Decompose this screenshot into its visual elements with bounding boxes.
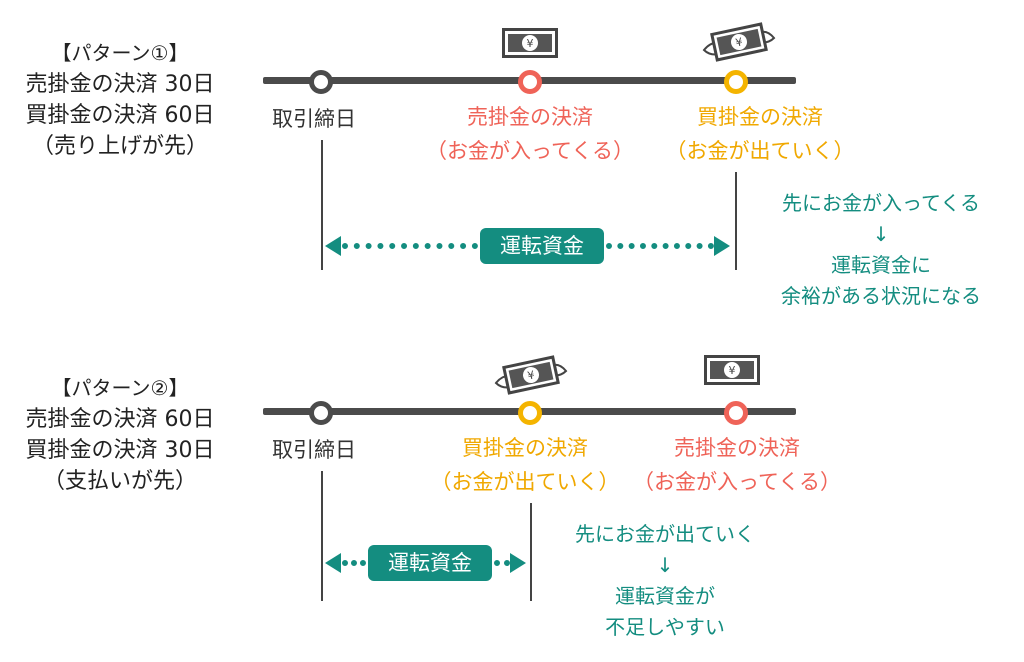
receivable-settlement-sub: （お金が入ってくる） [426,139,634,163]
payable-settlement-label: 買掛金の決済 （お金が出ていく） [640,100,880,168]
banknote-icon: ¥ [704,355,760,385]
payable-settlement-sub: （お金が出ていく） [430,470,620,494]
pattern-1-result-note: 先にお金が入ってくる ↓ 運転資金に 余裕がある状況になる [750,188,1012,312]
span-arrow-right [510,553,526,573]
pattern-2-receivable-term: 売掛金の決済 60日 [25,407,215,432]
payable-date-guide [530,503,532,601]
receivable-settlement-label: 売掛金の決済 （お金が入ってくる） [410,100,650,168]
pattern-2-description: 【パターン②】 売掛金の決済 60日 買掛金の決済 30日 （支払いが先） [0,373,240,497]
receivable-settlement-title: 売掛金の決済 [467,105,593,129]
span-dotted-line-right [606,243,714,249]
pattern-2-diagram: 【パターン②】 売掛金の決済 60日 買掛金の決済 30日 （支払いが先） ¥ … [0,331,1024,662]
payable-settlement-sub: （お金が出ていく） [665,139,855,163]
svg-text:¥: ¥ [734,35,744,49]
pattern-1-title: 【パターン①】 [51,41,189,65]
span-arrow-right [714,236,730,256]
note-line-2: 運転資金に [831,253,931,277]
pattern-2-result-note: 先にお金が出ていく ↓ 運転資金が 不足しやすい [555,519,775,643]
span-arrow-left [325,553,341,573]
span-arrow-left [325,236,341,256]
pattern-2-payable-term: 買掛金の決済 30日 [25,438,215,463]
working-capital-badge: 運転資金 [368,545,492,581]
closing-date-label: 取引締日 [272,438,356,462]
receivable-settlement-label: 売掛金の決済 （お金が入ってくる） [612,431,862,499]
closing-date-node [309,401,333,425]
svg-text:¥: ¥ [526,368,536,382]
payable-settlement-node [518,401,542,425]
pattern-1-diagram: 【パターン①】 売掛金の決済 30日 買掛金の決済 60日 （売り上げが先） ¥… [0,22,1012,312]
payable-settlement-title: 買掛金の決済 [462,436,588,460]
svg-text:¥: ¥ [527,37,534,50]
flying-banknote-icon: ¥ [702,22,776,62]
span-dotted-line-left [342,243,478,249]
note-line-2: 運転資金が [615,584,715,608]
pattern-1-description: 【パターン①】 売掛金の決済 30日 買掛金の決済 60日 （売り上げが先） [0,38,240,162]
note-line-1: 先にお金が入ってくる [782,191,980,215]
flying-banknote-icon: ¥ [494,355,568,395]
receivable-settlement-node [518,70,542,94]
payable-settlement-title: 買掛金の決済 [697,105,823,129]
payable-settlement-label: 買掛金の決済 （お金が出ていく） [400,431,650,499]
note-line-1: 先にお金が出ていく [575,522,755,546]
down-arrow-icon: ↓ [872,222,890,246]
closing-date-node [309,70,333,94]
payable-settlement-node [724,70,748,94]
closing-date-label: 取引締日 [272,107,356,131]
note-line-3: 余裕がある状況になる [781,284,981,308]
pattern-2-note: （支払いが先） [42,469,197,494]
down-arrow-icon: ↓ [656,553,674,577]
closing-date-guide [321,140,323,270]
pattern-2-title: 【パターン②】 [51,376,189,400]
receivable-settlement-title: 売掛金の決済 [674,436,800,460]
receivable-settlement-sub: （お金が入ってくる） [633,470,841,494]
span-dotted-line-right [494,560,510,566]
payable-date-guide [735,172,737,270]
note-line-3: 不足しやすい [605,615,725,639]
pattern-1-payable-term: 買掛金の決済 60日 [25,103,215,128]
working-capital-badge: 運転資金 [480,228,604,264]
receivable-settlement-node [724,401,748,425]
pattern-1-receivable-term: 売掛金の決済 30日 [25,72,215,97]
svg-text:¥: ¥ [729,364,736,377]
closing-date-guide [321,471,323,601]
banknote-icon: ¥ [502,28,558,58]
pattern-1-note: （売り上げが先） [31,134,208,159]
span-dotted-line-left [342,560,366,566]
